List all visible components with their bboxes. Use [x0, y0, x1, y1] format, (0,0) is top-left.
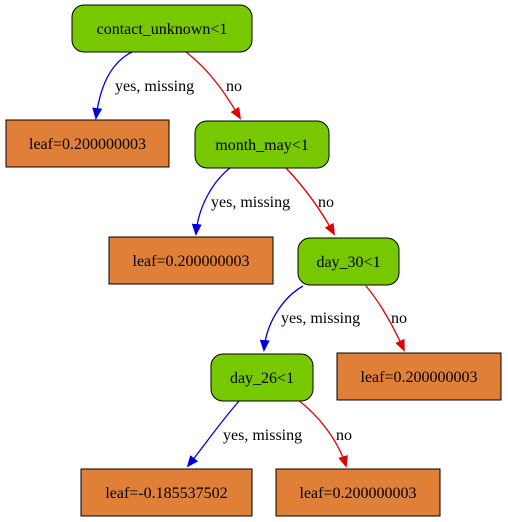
leaf-node-label: leaf=-0.185537502 — [105, 485, 227, 502]
edge-label-contact-no: no — [226, 78, 242, 95]
edge-contact-yes — [92, 51, 133, 120]
edge-label-month-yes: yes, missing — [211, 194, 290, 211]
leaf-node-4: leaf=-0.185537502 — [80, 468, 253, 517]
leaf-node-5: leaf=0.200000003 — [275, 468, 441, 517]
split-node-day-26: day_26<1 — [210, 353, 314, 402]
edge-labels: yes, missing no yes, missing no yes, mis… — [115, 78, 407, 444]
edge-label-contact-yes: yes, missing — [115, 78, 194, 95]
split-node-label: month_may<1 — [215, 137, 308, 154]
edge-label-day26-yes: yes, missing — [223, 427, 302, 444]
edge-contact-no — [185, 51, 242, 120]
split-node-month-may: month_may<1 — [194, 120, 330, 169]
edge-month-yes — [191, 167, 231, 236]
nodes: contact_unknown<1 leaf=0.200000003 month… — [5, 4, 502, 517]
split-node-contact-unknown: contact_unknown<1 — [71, 4, 253, 53]
edge-label-day30-no: no — [391, 310, 407, 327]
edge-day30-yes — [259, 285, 304, 352]
leaf-node-label: leaf=0.200000003 — [361, 369, 478, 386]
leaf-node-label: leaf=0.200000003 — [29, 136, 146, 153]
leaf-node-1: leaf=0.200000003 — [5, 119, 170, 168]
edge-month-no — [285, 167, 335, 236]
split-node-label: day_30<1 — [316, 254, 380, 271]
edge-day26-yes — [186, 399, 241, 468]
leaf-node-3: leaf=0.200000003 — [336, 352, 502, 401]
edge-label-day26-no: no — [336, 427, 352, 444]
edge-label-month-no: no — [318, 194, 334, 211]
edge-day30-no — [365, 285, 405, 352]
edge-day26-no — [297, 399, 348, 468]
edge-label-day30-yes: yes, missing — [281, 310, 360, 327]
split-node-label: day_26<1 — [230, 370, 294, 387]
leaf-node-2: leaf=0.200000003 — [108, 236, 274, 285]
split-node-day-30: day_30<1 — [297, 237, 400, 286]
leaf-node-label: leaf=0.200000003 — [300, 485, 417, 502]
edges — [92, 51, 405, 468]
leaf-node-label: leaf=0.200000003 — [133, 253, 250, 270]
split-node-label: contact_unknown<1 — [97, 21, 228, 38]
